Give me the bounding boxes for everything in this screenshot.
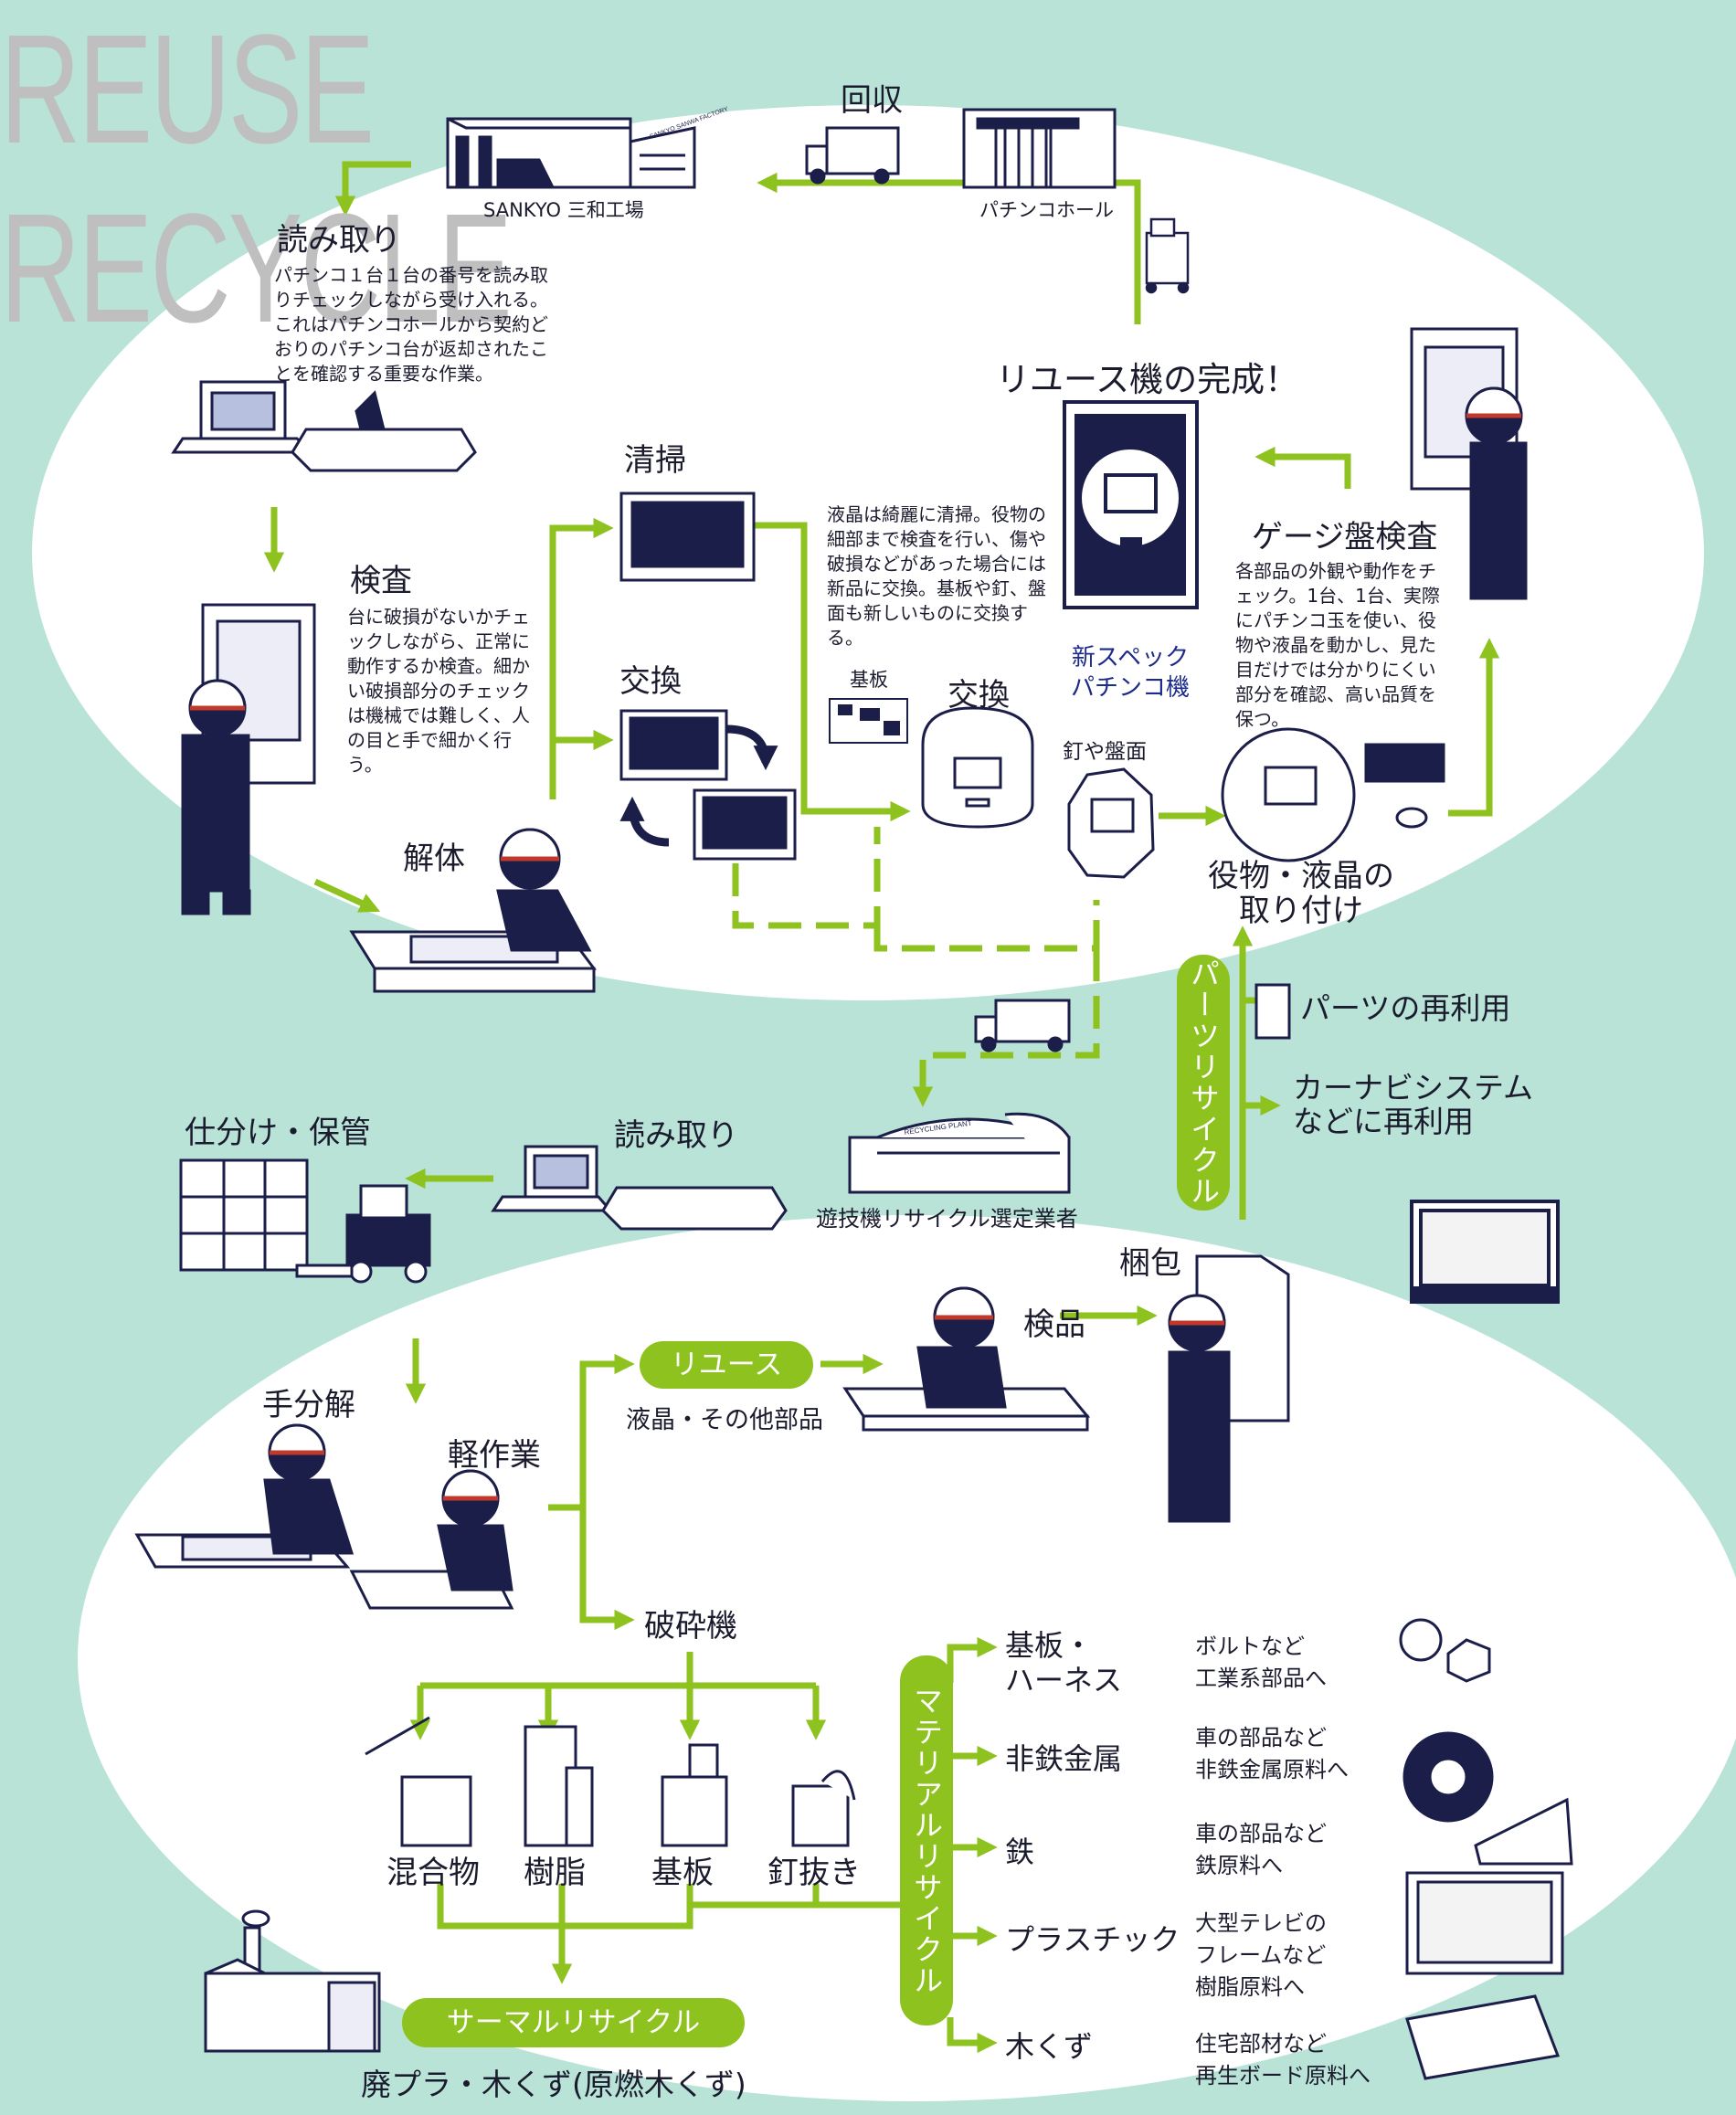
- gauge-desc: 各部品の外観や動作をチェック。1台、1台、実際にパチンコ玉を使い、役物や液晶を動…: [1235, 560, 1440, 730]
- exchange-left-label: 交換: [619, 663, 682, 700]
- reuse-watermark: REUSE: [0, 3, 375, 176]
- monitor-group: [619, 492, 797, 861]
- manual-disassembly-label: 手分解: [262, 1387, 355, 1423]
- thermal-plant-building: [204, 1909, 381, 2053]
- new-machine-label: 新スペック パチンコ機: [1071, 644, 1191, 702]
- bin-label-board: 基板: [651, 1855, 714, 1891]
- material-icons: [1399, 1618, 1573, 2080]
- forklift-icon: [295, 1184, 431, 1284]
- material-name-wood: 木くず: [1005, 2029, 1094, 2064]
- inspection-title: 検査: [350, 563, 412, 599]
- inspection-desc: 台に破損がないかチェックしながら、正常に動作するか検査。細かい破損部分のチェック…: [347, 606, 530, 776]
- arrow-collect: [757, 172, 1141, 324]
- gauge-title: ゲージ盤検査: [1252, 519, 1438, 555]
- material-use-wood: 住宅部材など 再生ボード原料へ: [1195, 2031, 1371, 2089]
- light-work-label: 軽作業: [448, 1437, 541, 1474]
- material-use-nonferrous: 車の部品など 非鉄金属原料へ: [1195, 1725, 1349, 1782]
- thermal-sub-label: 廃プラ・木くず(原燃木くず): [361, 2067, 746, 2102]
- board-label: 基板: [850, 669, 888, 691]
- arrow-to-disassembly: [313, 878, 381, 913]
- laptop-scanner: [171, 380, 477, 472]
- parts-reuse-label: パーツの再利用: [1300, 990, 1511, 1026]
- recycle-watermark: RECYCLE: [0, 182, 513, 355]
- manual-disassembly-workers: [134, 1423, 514, 1610]
- material-name-plastic: プラスチック: [1005, 1922, 1180, 1957]
- disassembly-label: 解体: [403, 841, 465, 877]
- disassembly-worker-figure: [349, 828, 597, 993]
- attach-label: 役物・液晶の 取り付け: [1208, 858, 1394, 929]
- cleaning-label: 清掃: [624, 442, 686, 479]
- hall-label: パチンコホール: [979, 199, 1114, 221]
- complete-label: リユース機の完成！: [996, 360, 1299, 399]
- factory-building: [446, 117, 696, 189]
- gauge-worker-figure: [1410, 327, 1528, 600]
- material-name-iron: 鉄: [1005, 1835, 1035, 1869]
- circuit-board-icon: [829, 698, 908, 744]
- reuse-sub-label: 液晶・その他部品: [626, 1406, 823, 1434]
- reuse-reading-desc: パチンコ１台１台の番号を読み取りチェックしながら受け入れる。これはパチンコホール…: [274, 264, 548, 385]
- recycle-laptop-scanner: [491, 1145, 788, 1231]
- recycling-plant-building: [848, 1112, 1071, 1194]
- collect-label: 回収: [841, 82, 903, 119]
- inspect-label: 検品: [1023, 1306, 1085, 1343]
- nail-board-icon: [1067, 767, 1155, 879]
- recycle-oval: [78, 1215, 1736, 2101]
- parts-recycle-pill: パーツリサイクル: [1177, 955, 1230, 1211]
- material-use-plastic: 大型テレビの フレームなど 樹脂原料へ: [1195, 1910, 1327, 2000]
- reuse-reading-title: 読み取り: [277, 222, 401, 259]
- bin-machines: [365, 1716, 856, 1847]
- tv-icon: [1410, 1200, 1560, 1304]
- nails-label: 釘や盤面: [1063, 740, 1147, 764]
- gauge-board-icon: [1221, 727, 1445, 862]
- crusher-label: 破砕機: [644, 1608, 737, 1644]
- bin-label-mixed: 混合物: [386, 1855, 480, 1891]
- cleaning-desc: 液晶は綺麗に清掃。役物の細部まで検査を行い、傷や破損などがあった場合には新品に交…: [827, 503, 1046, 649]
- material-use-board: ボルトなど 工業系部品へ: [1195, 1634, 1327, 1691]
- sort-label: 仕分け・保管: [185, 1115, 371, 1151]
- bin-label-resin: 樹脂: [524, 1855, 586, 1891]
- material-recycle-pill: マテリアルリサイクル: [900, 1655, 953, 2025]
- material-name-board: 基板・ ハーネス: [1005, 1628, 1123, 1697]
- storage-shelves: [179, 1158, 309, 1272]
- arrow-to-reading: [334, 161, 411, 217]
- thermal-recycle-pill: サーマルリサイクル: [402, 1998, 745, 2047]
- navi-label: カーナビシステム などに再利用: [1293, 1070, 1534, 1139]
- plant-label: 遊技機リサイクル選定業者: [816, 1206, 1078, 1232]
- recycle-reading-label: 読み取り: [614, 1117, 738, 1154]
- inspection-worker-figure: [181, 603, 316, 915]
- exchange-right-label: 交換: [947, 677, 1010, 714]
- bin-label-nail-removal: 釘抜き: [767, 1855, 861, 1891]
- factory-label: SANKYO 三和工場: [483, 199, 644, 221]
- material-use-iron: 車の部品など 鉄原料へ: [1195, 1821, 1327, 1878]
- parts-truck-icon: [974, 983, 1291, 1052]
- truck-icon: [805, 126, 900, 185]
- inspect-pack-workers: [842, 1254, 1290, 1523]
- pack-label: 梱包: [1119, 1245, 1181, 1282]
- pachinko-hall-building: [962, 108, 1117, 189]
- material-name-nonferrous: 非鉄金属: [1005, 1741, 1123, 1776]
- reuse-pill: リユース: [640, 1341, 813, 1389]
- lcd-unit-icon: [921, 706, 1034, 829]
- small-truck-icon: [1145, 217, 1190, 294]
- reuse-machine-figure: [1063, 400, 1199, 609]
